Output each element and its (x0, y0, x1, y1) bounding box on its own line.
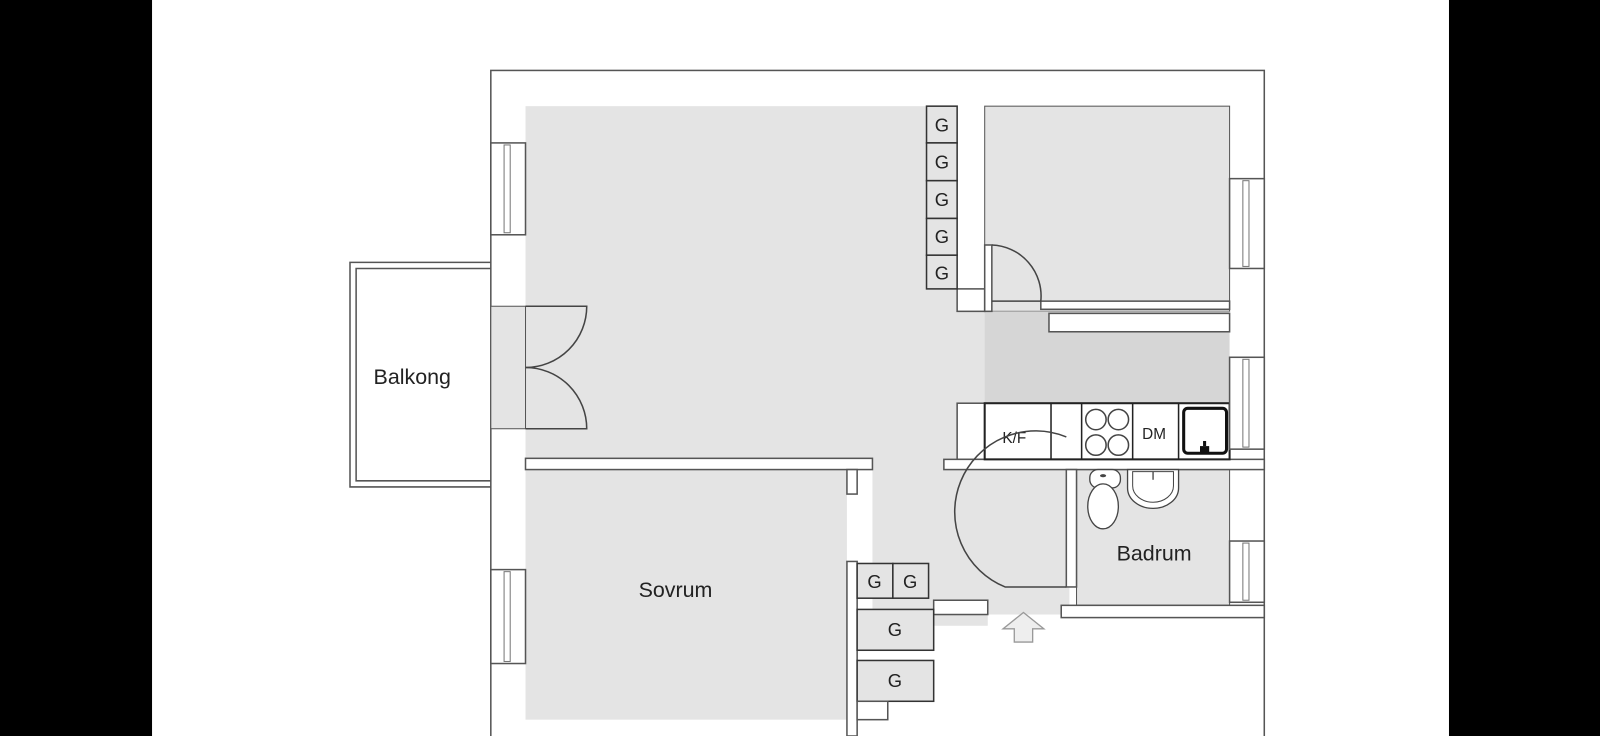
closet-label: G (888, 670, 902, 691)
room-label-balcony: Balkong (374, 365, 451, 389)
balcony (349, 261, 491, 488)
left-black-bar (0, 0, 153, 736)
closet-group-living: G G G G G (925, 105, 958, 290)
window (1228, 177, 1266, 270)
right-black-bar (1448, 0, 1600, 736)
balcony-door (490, 305, 588, 430)
closet-label: G (935, 226, 949, 247)
closet-label: G (935, 263, 949, 284)
kitchen-shelf (1040, 300, 1231, 311)
bathroom-door (953, 430, 1067, 588)
wall-entrance-left (932, 599, 989, 616)
window (1228, 540, 1266, 604)
window (490, 142, 527, 236)
entrance-floor (987, 602, 1062, 615)
wall-bathroom-left (1065, 468, 1078, 588)
window (490, 568, 527, 665)
closet-label: G (903, 571, 917, 592)
closet-label: G (935, 115, 949, 136)
closet-label: G (935, 151, 949, 172)
entrance-arrow-icon (1001, 611, 1046, 643)
wall-below-counter (943, 458, 1266, 471)
closet-label: G (888, 619, 902, 640)
fridge-freezer-label: K/F (1002, 430, 1026, 447)
wall-stub (846, 468, 858, 495)
toilet-icon (1087, 468, 1122, 530)
wall-living-kitchen (956, 288, 986, 313)
closet-label: G (935, 189, 949, 210)
dishwasher-label: DM (1142, 426, 1166, 443)
wall-bedroom-right (846, 560, 858, 736)
kitchen-door (991, 244, 1042, 302)
bedroom-floor (525, 469, 847, 720)
window (1228, 356, 1266, 450)
kitchen-shelf-lower (1048, 312, 1231, 333)
closet-group-hall: G G G G (856, 562, 935, 721)
hallway-floor-lower (957, 469, 1070, 613)
washbasin-icon (1126, 468, 1180, 510)
closet-label: G (867, 571, 881, 592)
sink-icon (1182, 406, 1229, 455)
kitchen-counter: K/F DM (983, 402, 1231, 461)
wall-kitchen-door-jamb (983, 244, 993, 313)
stove-icon (1084, 408, 1130, 457)
kitchen-floor (984, 105, 1231, 312)
wall-kitchen-counter-left (956, 402, 986, 461)
room-label-bathroom: Badrum (1117, 541, 1192, 565)
wall-bathroom-bottom (1060, 604, 1266, 619)
room-label-bedroom: Sovrum (639, 578, 713, 602)
wall-living-bedroom (524, 457, 874, 471)
